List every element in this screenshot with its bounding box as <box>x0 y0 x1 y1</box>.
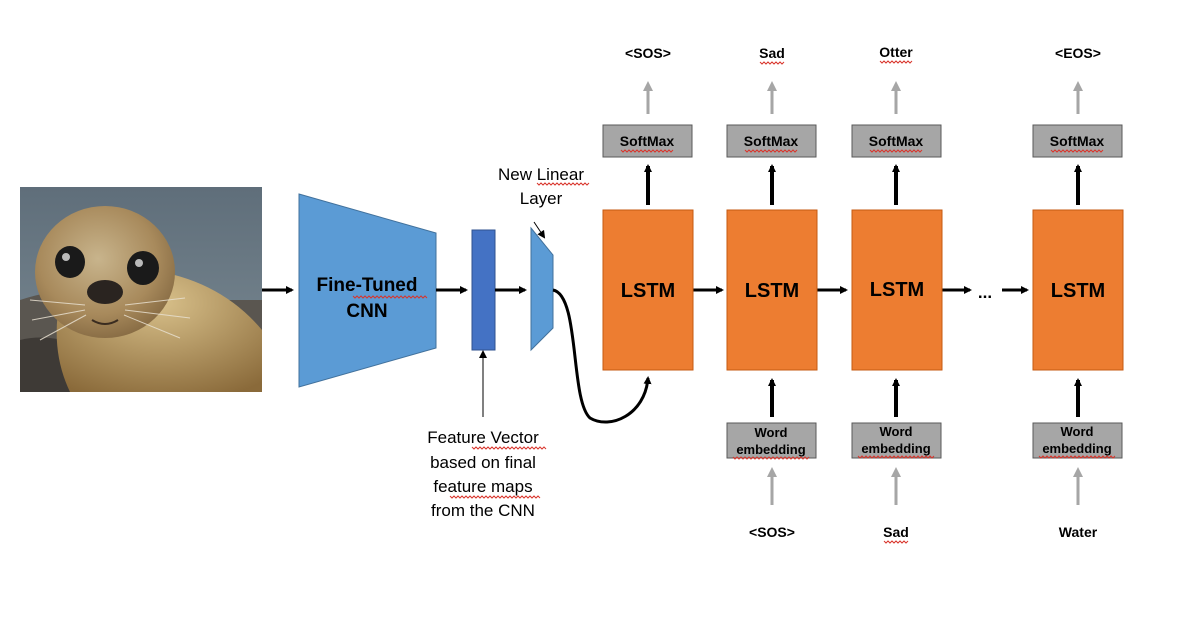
output-word-2: Sad <box>759 45 785 61</box>
word-embedding-3-line1: Word <box>880 424 913 439</box>
lstm-2-label: LSTM <box>745 280 799 302</box>
feature-vector-label-line2: based on final <box>430 453 536 472</box>
cnn-block: Fine-Tuned CNN <box>298 193 437 388</box>
output-word-1: <SOS> <box>625 45 671 61</box>
word-embedding-2-line2: embedding <box>736 442 805 457</box>
lstm-cell-1: LSTM <box>602 209 694 371</box>
softmax-1: SoftMax <box>602 124 693 158</box>
lstm-4-label: LSTM <box>1051 280 1105 302</box>
feature-vector-description: Feature Vector based on final feature ma… <box>427 428 547 520</box>
feature-vector-label-line3: feature maps <box>433 477 532 496</box>
softmax-4-label: SoftMax <box>1050 133 1105 149</box>
linear-layer-callout <box>533 221 546 239</box>
word-embedding-4-line1: Word <box>1061 424 1094 439</box>
word-embedding-2: Word embedding <box>726 422 817 460</box>
output-words: <SOS> Sad Otter <EOS> <box>625 44 1101 65</box>
lstm-cell-2: LSTM <box>726 209 818 371</box>
cnn-label-line2: CNN <box>346 301 387 322</box>
lstm-cell-4: LSTM <box>1032 209 1124 371</box>
word-embedding-2-line1: Word <box>755 425 788 440</box>
lstm-cell-3: LSTM <box>851 209 943 371</box>
lstm-1-label: LSTM <box>621 280 675 302</box>
feature-vector-label-line1: Feature Vector <box>427 428 539 447</box>
output-word-3: Otter <box>879 44 913 60</box>
softmax-1-label: SoftMax <box>620 133 675 149</box>
word-embedding-3-line2: embedding <box>861 441 930 456</box>
input-word-2: Sad <box>883 524 909 540</box>
word-embedding-4: Word embedding <box>1032 422 1123 459</box>
word-embedding-4-line2: embedding <box>1042 441 1111 456</box>
softmax-3-label: SoftMax <box>869 133 924 149</box>
ellipsis-label: ... <box>978 283 992 302</box>
arrow-linear-to-lstm <box>552 288 652 424</box>
linear-layer-block <box>530 226 554 352</box>
cnn-label-line1: Fine-Tuned <box>317 275 418 296</box>
softmax-2: SoftMax <box>726 124 817 158</box>
input-words: <SOS> Sad Water <box>749 524 1098 544</box>
seal-image <box>20 187 263 392</box>
softmax-2-label: SoftMax <box>744 133 799 149</box>
softmax-4: SoftMax <box>1032 124 1123 158</box>
feature-vector-label-line4: from the CNN <box>431 501 535 520</box>
linear-layer-label-line2: Layer <box>520 189 563 208</box>
input-word-1: <SOS> <box>749 524 795 540</box>
linear-layer-label-line1: New Linear <box>498 165 584 184</box>
input-word-3: Water <box>1059 524 1098 540</box>
word-embedding-3: Word embedding <box>851 422 942 459</box>
softmax-3: SoftMax <box>851 124 942 158</box>
feature-vector-block <box>471 229 496 351</box>
lstm-3-label: LSTM <box>870 279 924 301</box>
output-word-4: <EOS> <box>1055 45 1101 61</box>
